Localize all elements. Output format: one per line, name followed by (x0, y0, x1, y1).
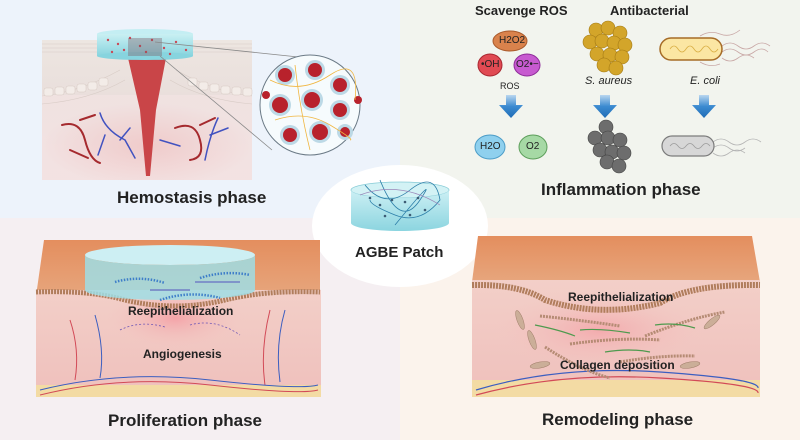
hemostatic-patch (97, 29, 193, 60)
e-coli-label: E. coli (690, 75, 720, 87)
ros-h2o2: H2O2 (499, 35, 526, 46)
s-aureus-label: S. aureus (585, 75, 633, 87)
reepithelialization-label-proliferation: Reepithelialization (128, 304, 234, 318)
blood-vessels-left (61, 114, 216, 164)
veins (97, 112, 229, 161)
antibacterial-heading: Antibacterial (610, 3, 689, 18)
product-oxygen: O2 (526, 141, 540, 152)
arrow-down-icon (499, 95, 523, 118)
inflammation-title: Inflammation phase (541, 180, 701, 199)
collagen-deposition-label: Collagen deposition (560, 358, 675, 372)
magnified-view (154, 41, 362, 156)
reepithelialization-label-remodeling: Reepithelialization (568, 290, 674, 304)
scavenge-ros-heading: Scavenge ROS (475, 3, 568, 18)
e-coli-killed (661, 135, 762, 157)
ros-superoxide: O2•− (516, 59, 539, 70)
remodeling-title: Remodeling phase (542, 410, 694, 429)
arrow-down-icon (593, 95, 617, 118)
conversion-arrows (499, 95, 716, 118)
skin-cross-section (41, 40, 253, 180)
ros-products (474, 134, 548, 160)
angiogenesis-label: Angiogenesis (143, 347, 222, 361)
arrow-down-icon (692, 95, 716, 118)
collagen-fibers (515, 310, 726, 380)
patch-on-wound (85, 245, 255, 302)
e-coli-live (659, 29, 771, 66)
skin-block-proliferation (35, 240, 321, 397)
ros-label: ROS (500, 81, 520, 91)
ros-molecules (477, 30, 541, 77)
hemostasis-title: Hemostasis phase (117, 188, 267, 207)
proliferation-title: Proliferation phase (108, 411, 262, 430)
s-aureus-killed (587, 119, 632, 174)
agbe-patch-label: AGBE Patch (355, 244, 444, 261)
s-aureus-live (582, 20, 633, 76)
wound (128, 58, 166, 176)
product-water: H2O (480, 141, 501, 152)
ros-hydroxyl: •OH (481, 59, 500, 70)
